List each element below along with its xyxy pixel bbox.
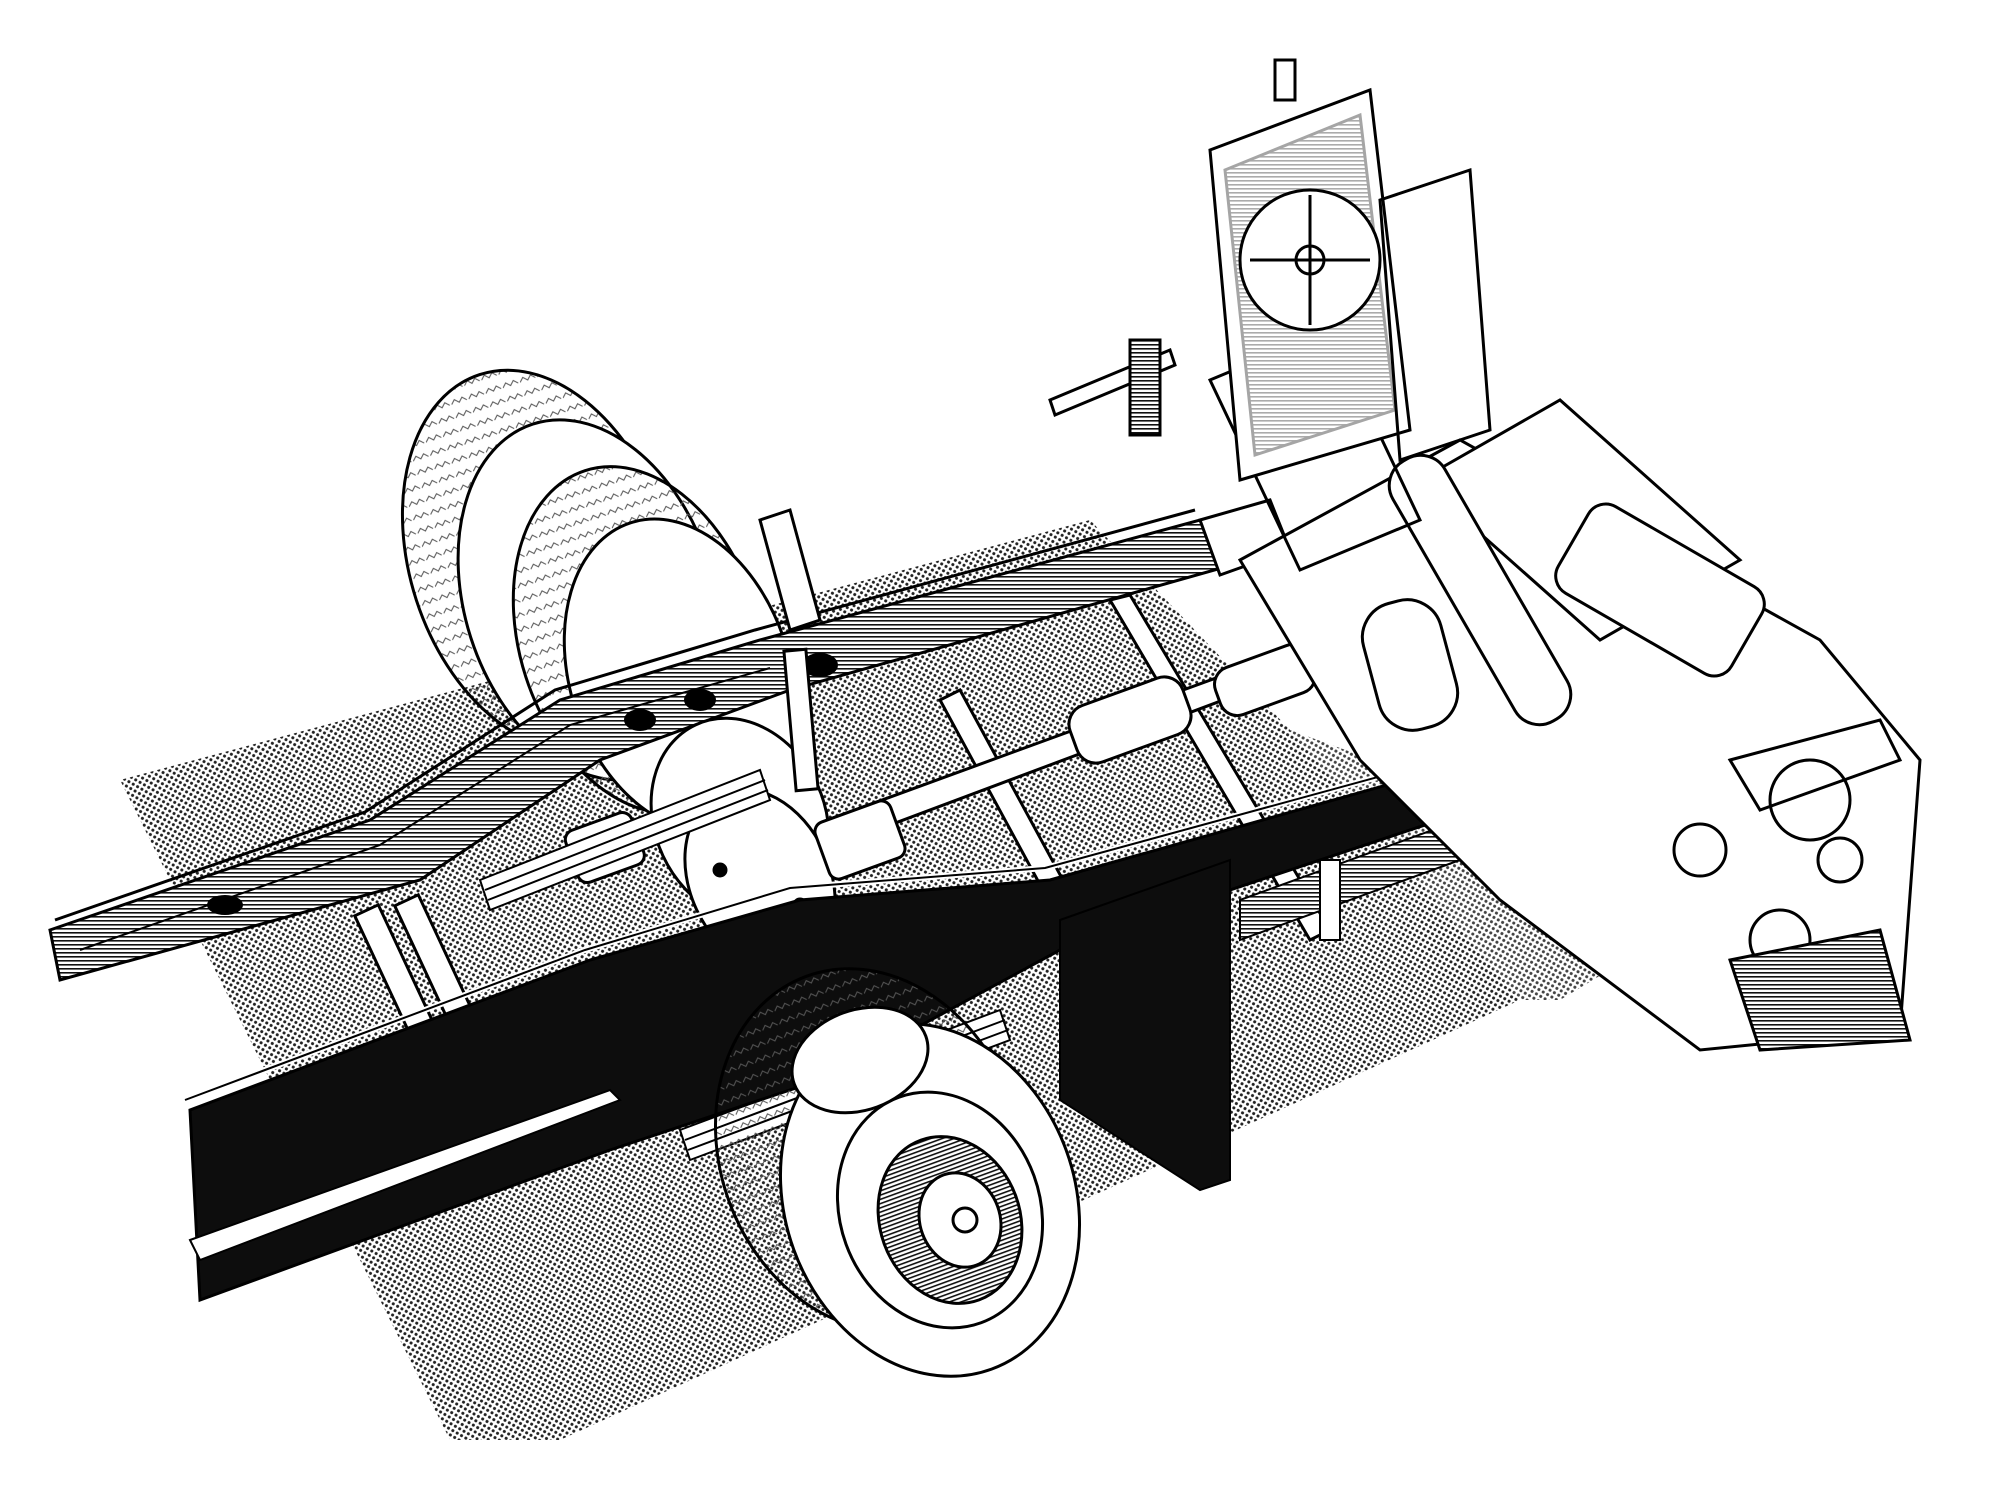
engine <box>1207 328 1922 1052</box>
front-bracket <box>1048 338 1177 437</box>
rear-wheel-near <box>713 967 1082 1378</box>
radiator <box>1208 58 1492 482</box>
